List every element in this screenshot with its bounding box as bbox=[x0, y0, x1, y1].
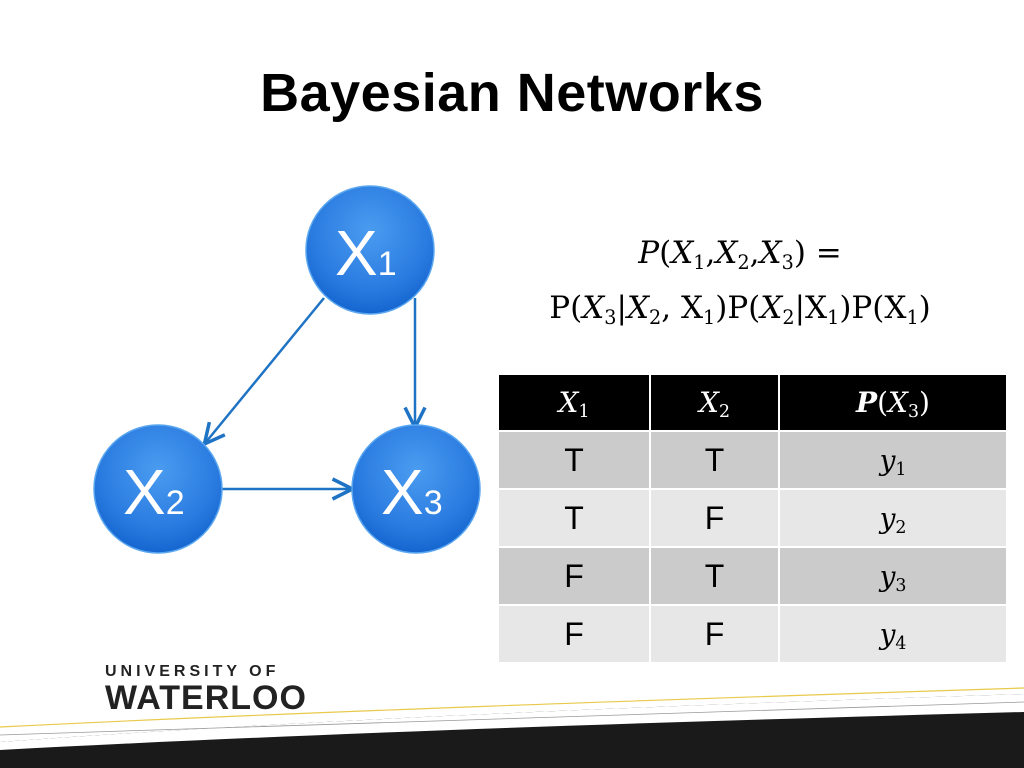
node-x1-sub: 1 bbox=[378, 245, 397, 283]
edge-x1-x2 bbox=[206, 297, 325, 442]
cell-probability: y2 bbox=[778, 488, 1008, 548]
node-x2-label: X bbox=[123, 456, 166, 528]
cell-x2: T bbox=[649, 546, 780, 606]
joint-probability-factorization: P(X3|X2, X1)P(X2|X1)P(X1) bbox=[549, 290, 931, 329]
table-row: F F y4 bbox=[497, 604, 1008, 664]
node-x1: X1 bbox=[305, 185, 435, 315]
header-x1: X1 bbox=[497, 373, 651, 432]
node-x2-sub: 2 bbox=[166, 484, 185, 522]
node-x3-label: X bbox=[381, 456, 424, 528]
header-p-x3: P(X3) bbox=[778, 373, 1008, 432]
cell-probability: y4 bbox=[778, 604, 1008, 664]
svg-text:X1: X1 bbox=[335, 217, 397, 289]
table-row: F T y3 bbox=[497, 546, 1008, 606]
cell-x1: F bbox=[497, 546, 651, 606]
cell-x1: T bbox=[497, 430, 651, 490]
svg-text:X3: X3 bbox=[381, 456, 443, 528]
logo-line-university-of: UNIVERSITY OF bbox=[105, 663, 280, 680]
conditional-probability-table: X1 X2 P(X3) T T y1 T F y2 F T y3 F F y4 bbox=[497, 373, 1008, 664]
header-x2: X2 bbox=[649, 373, 780, 432]
joint-probability-lhs: P(X1,X2,X3) = bbox=[638, 235, 842, 274]
logo-line-waterloo: WATERLOO bbox=[105, 679, 307, 717]
cell-x1: T bbox=[497, 488, 651, 548]
cell-x2: F bbox=[649, 488, 780, 548]
table-row: T T y1 bbox=[497, 430, 1008, 490]
table-header-row: X1 X2 P(X3) bbox=[497, 373, 1008, 432]
university-logo: UNIVERSITY OF WATERLOO bbox=[105, 663, 307, 718]
node-x3-sub: 3 bbox=[424, 484, 443, 522]
node-x3: X3 bbox=[351, 424, 481, 554]
node-x2: X2 bbox=[93, 424, 223, 554]
node-x1-label: X bbox=[335, 217, 378, 289]
svg-text:X2: X2 bbox=[123, 456, 185, 528]
cell-x1: F bbox=[497, 604, 651, 664]
cell-probability: y3 bbox=[778, 546, 1008, 606]
cell-x2: T bbox=[649, 430, 780, 490]
cell-probability: y1 bbox=[778, 430, 1008, 490]
cell-x2: F bbox=[649, 604, 780, 664]
slide-title: Bayesian Networks bbox=[260, 63, 764, 123]
table-row: T F y2 bbox=[497, 488, 1008, 548]
